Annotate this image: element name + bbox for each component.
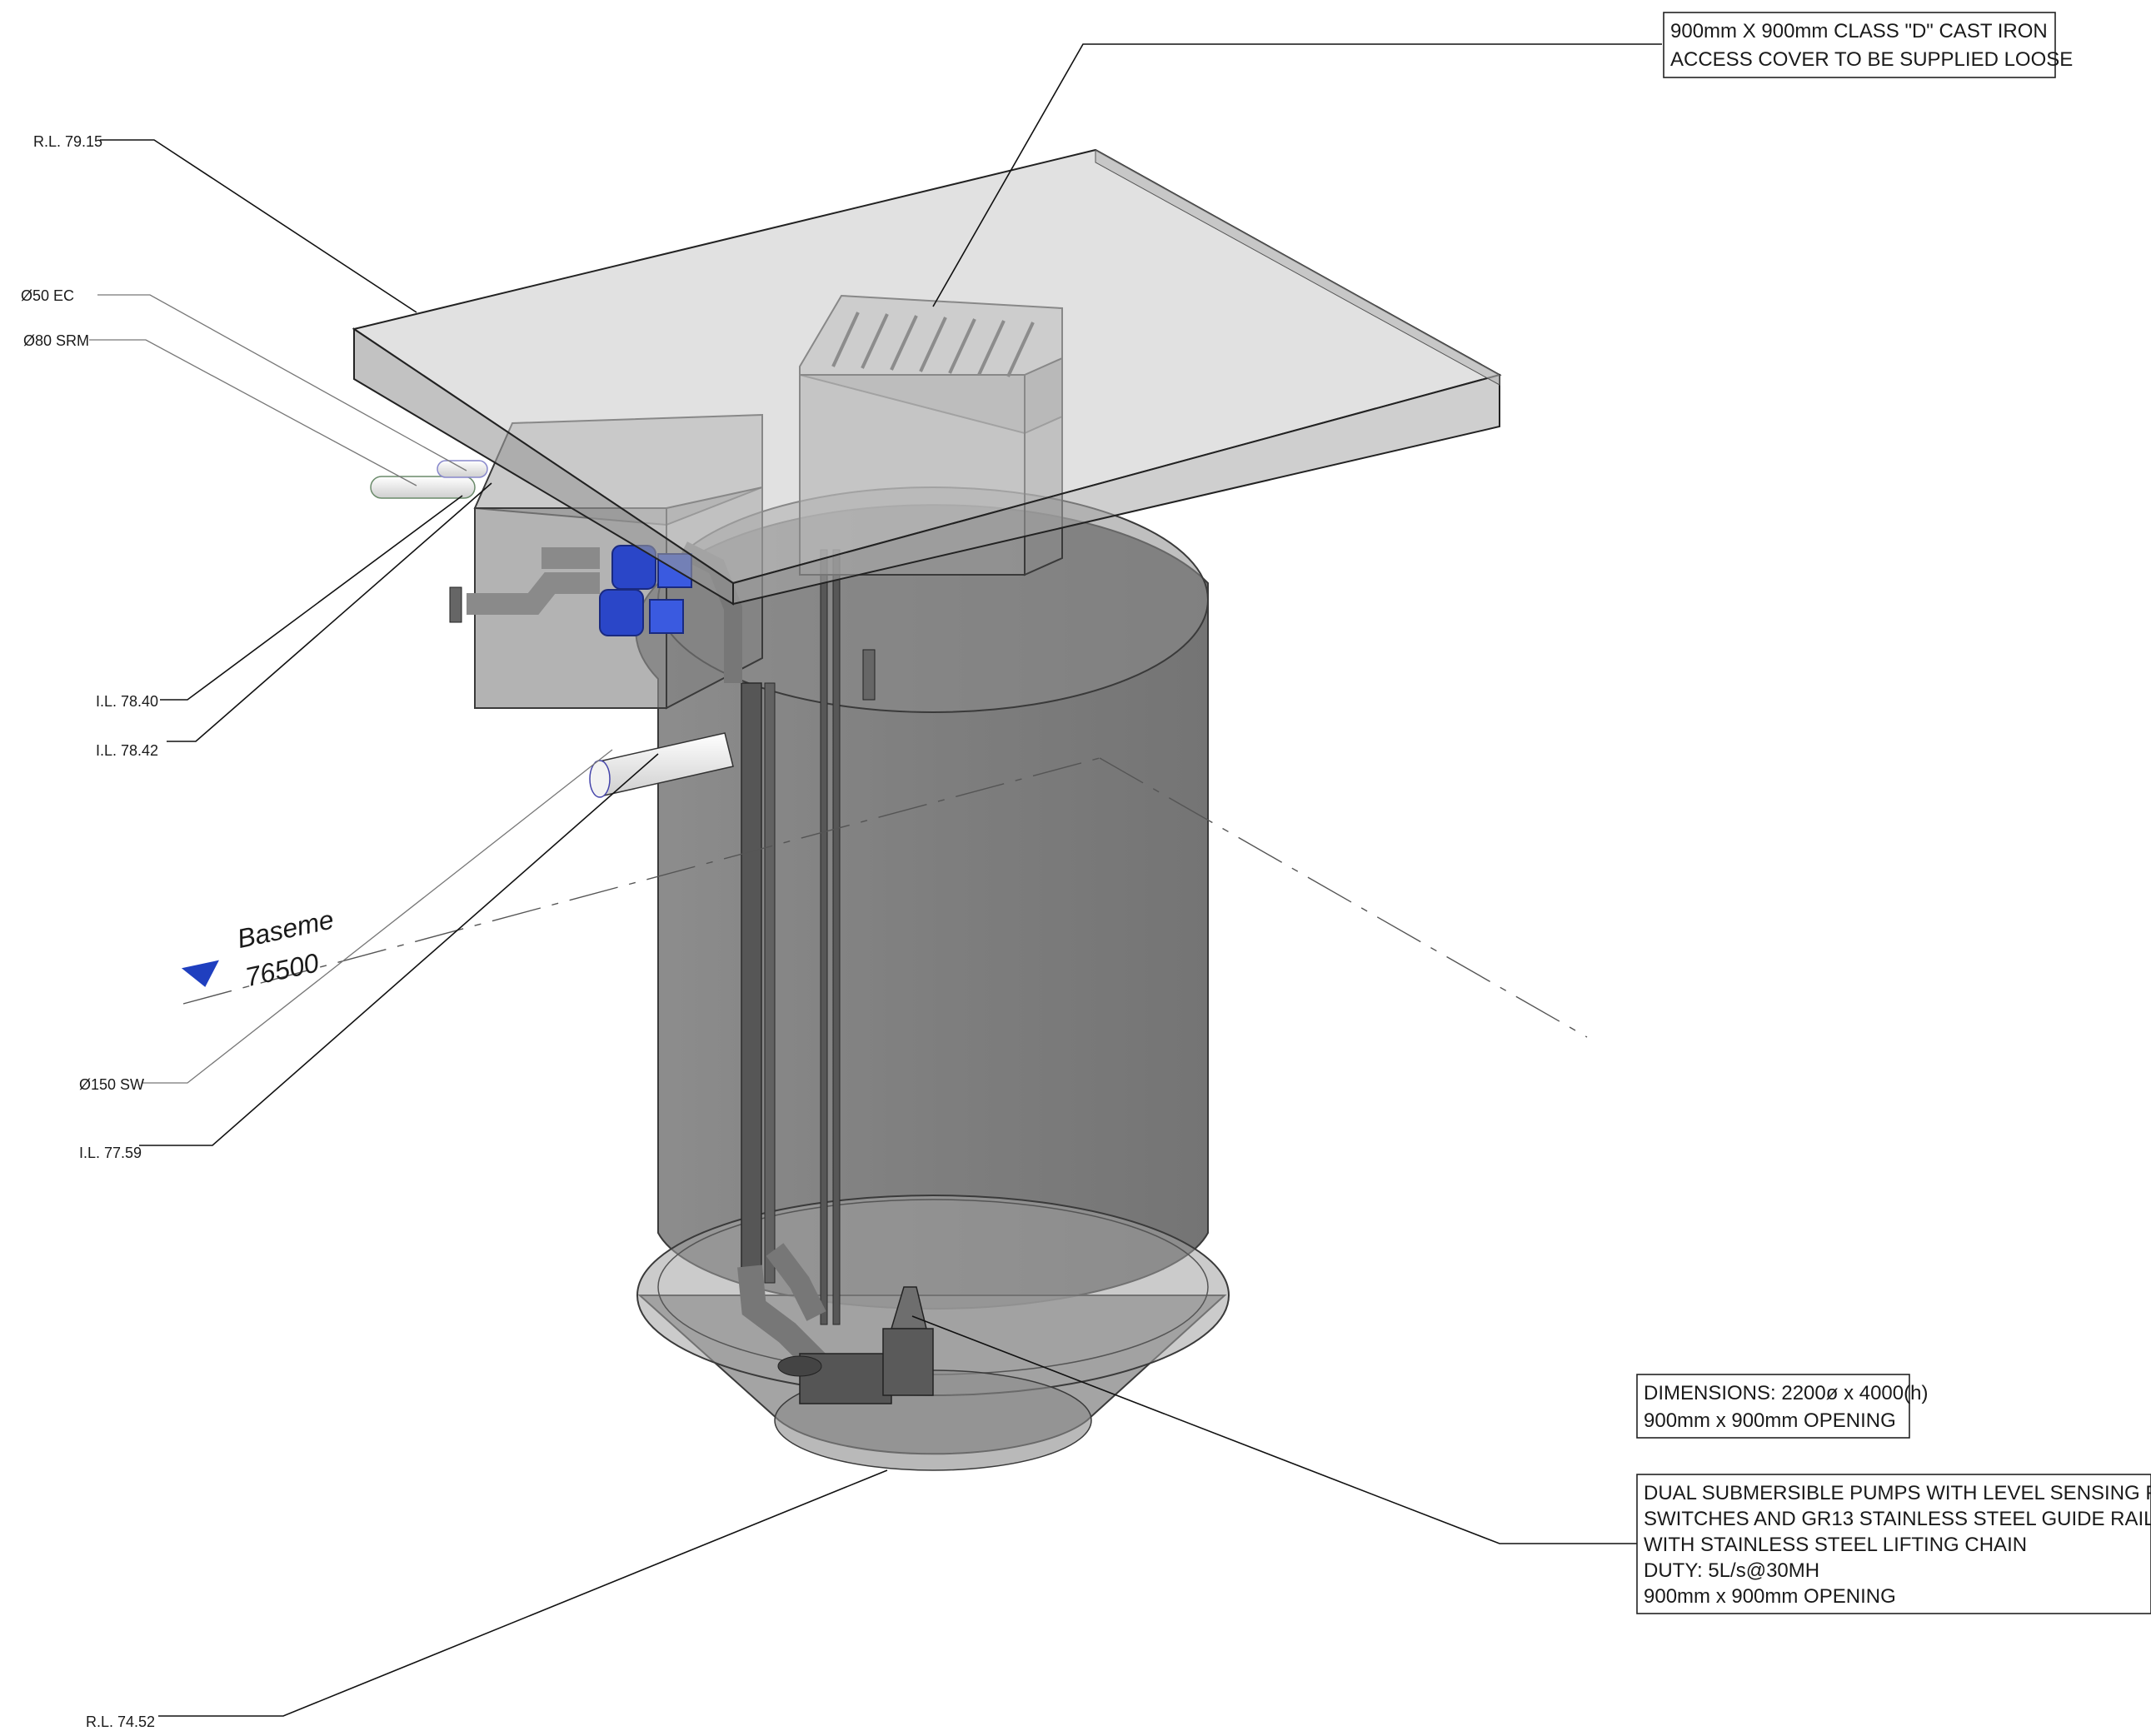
- level-name: Baseme: [234, 904, 336, 954]
- inlet-pipes: [370, 460, 734, 798]
- label-il-2: I.L. 78.42: [96, 742, 158, 759]
- callout-access-cover: 900mm X 900mm CLASS "D" CAST IRON ACCESS…: [1663, 12, 2073, 78]
- callout-dimensions-line-2: 900mm x 900mm OPENING: [1644, 1409, 1896, 1432]
- concrete-slab: [352, 148, 1502, 606]
- level-marker: Baseme 76500: [181, 904, 337, 992]
- callout-pumps-line-1: DUAL SUBMERSIBLE PUMPS WITH LEVEL SENSIN…: [1644, 1482, 2151, 1504]
- callout-access-cover-line-1: 900mm X 900mm CLASS "D" CAST IRON: [1670, 20, 2048, 42]
- submersible-pumps: [777, 1286, 934, 1404]
- label-il-1: I.L. 78.40: [96, 693, 158, 710]
- callout-pumps-line-2: SWITCHES AND GR13 STAINLESS STEEL GUIDE …: [1644, 1508, 2151, 1530]
- label-rl-bottom: R.L. 74.52: [86, 1714, 155, 1730]
- level-value: 76500: [242, 947, 322, 992]
- callout-pumps: DUAL SUBMERSIBLE PUMPS WITH LEVEL SENSIN…: [1636, 1474, 2151, 1614]
- callout-pumps-line-3: WITH STAINLESS STEEL LIFTING CHAIN: [1644, 1534, 2027, 1556]
- basement-level-line-right: [1099, 757, 1588, 1038]
- callout-dimensions-line-1: DIMENSIONS: 2200ø x 4000(h): [1644, 1382, 1928, 1404]
- callout-pumps-line-4: DUTY: 5L/s@30MH: [1644, 1559, 1819, 1582]
- riser-pipes: [737, 549, 876, 1375]
- label-sw-pipe: Ø150 SW: [79, 1076, 144, 1093]
- label-ec-pipe: Ø50 EC: [21, 287, 74, 304]
- label-rl-top: R.L. 79.15: [33, 133, 102, 150]
- level-marker-triangle-icon: [181, 960, 219, 987]
- callout-access-cover-line-2: ACCESS COVER TO BE SUPPLIED LOOSE: [1670, 48, 2073, 71]
- callout-pumps-line-5: 900mm x 900mm OPENING: [1644, 1585, 1896, 1608]
- label-srm-pipe: Ø80 SRM: [23, 332, 89, 349]
- label-il-3: I.L. 77.59: [79, 1145, 142, 1161]
- callout-dimensions: DIMENSIONS: 2200ø x 4000(h) 900mm x 900m…: [1636, 1374, 1928, 1439]
- leader-lines: [89, 43, 1662, 1717]
